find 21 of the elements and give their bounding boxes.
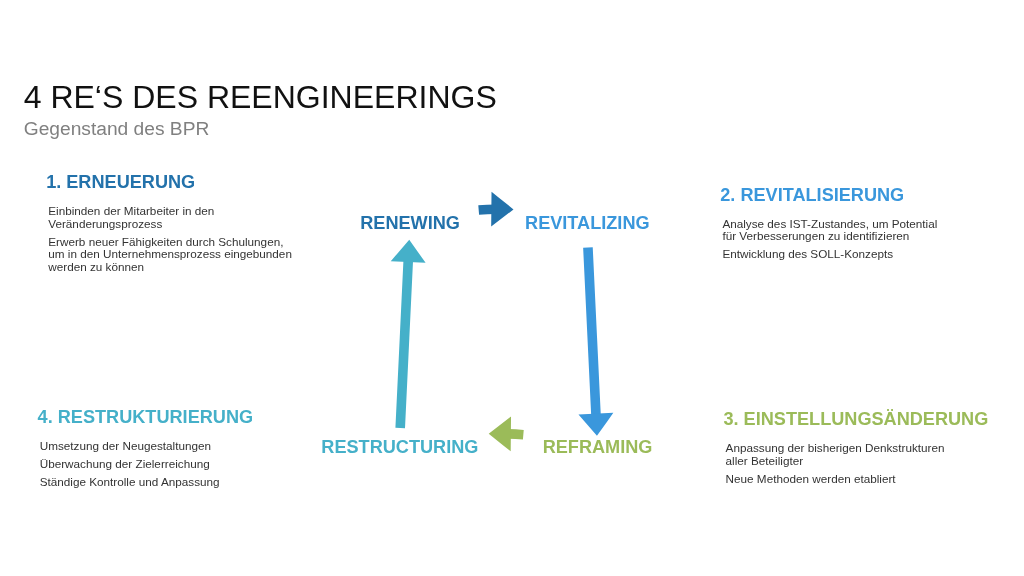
- arrow: [578, 247, 614, 436]
- arrow: [390, 239, 426, 429]
- label: Neue Methoden werden etabliert: [725, 471, 896, 485]
- node-text: RESTRUCTURING: [321, 437, 479, 458]
- label: 1. ERNEUERUNG: [46, 171, 196, 192]
- node-text: RENEWING: [360, 212, 460, 233]
- label: Überwachung der Zielerreichung: [39, 457, 210, 471]
- label: Ständige Kontrolle und Anpassung: [39, 475, 220, 489]
- label: Entwicklung des SOLL-Konzepts: [722, 247, 894, 261]
- label: 2. REVITALISIERUNG: [720, 184, 905, 205]
- label: 3. EINSTELLUNGSÄNDERUNG: [723, 409, 989, 430]
- caption: Gegenstand des BPR: [23, 118, 210, 140]
- label: 4. RESTRUKTURIERUNG: [37, 407, 254, 428]
- label: Einbinden der Mitarbeiter in den Veränderungsprozess: [48, 203, 215, 230]
- label: Anpassung der bisherigen Denkstrukturen aller Beteiligter: [725, 441, 945, 467]
- node-text: REFRAMING: [542, 437, 653, 458]
- label: Erwerb neuer Fähigkeiten durch Schulungen, um in den Unternehmensprozess eingebunden werden zu können: [48, 234, 292, 274]
- label: Umsetzung der Neugestaltungen: [39, 438, 212, 452]
- diagram-title: 4 RE‘S DES REENGINEERINGS: [23, 79, 497, 116]
- label: Analyse des IST-Zustandes, um Potential für Verbesserungen zu identifizieren: [722, 216, 938, 243]
- node-text: REVITALIZING: [525, 212, 650, 233]
